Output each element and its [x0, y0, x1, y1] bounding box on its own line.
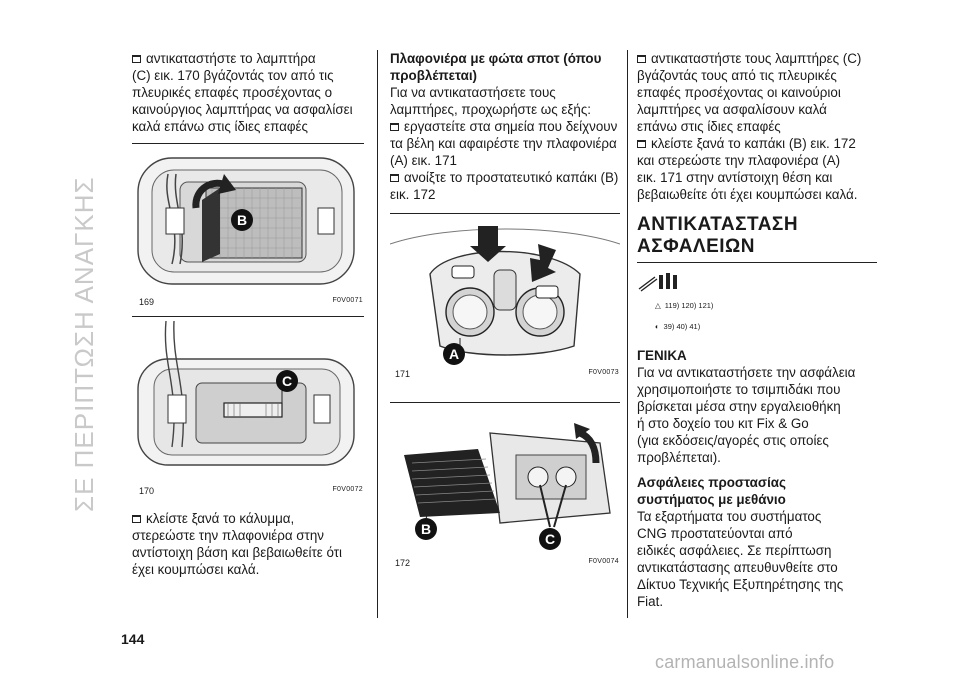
- section-heading: προβλέπεται): [390, 68, 477, 83]
- label-c: C: [545, 531, 555, 547]
- text-line: προβλέπεται).: [637, 450, 721, 465]
- figure-170-caption: 170 F0V0072: [139, 486, 363, 496]
- text-line: ειδικές ασφάλειες. Σε περίπτωση: [637, 543, 832, 558]
- figure-code: F0V0072: [332, 486, 363, 493]
- text-line: Για να αντικαταστήσετε τους: [390, 85, 556, 100]
- spot-lamp-illustration: A: [390, 226, 620, 365]
- text-line: βγάζοντάς τους από τις πλευρικές: [637, 68, 837, 83]
- figure-code: F0V0073: [588, 369, 619, 376]
- figure-170: C: [132, 316, 364, 475]
- caution-refs: ◐ 39) 40) 41): [655, 318, 877, 335]
- caution-icon: ◐: [655, 322, 660, 331]
- lamp-housing-illustration: B: [137, 157, 355, 285]
- column-1-bottom: κλείστε ξανά το κάλυμμα, στερεώστε την π…: [132, 510, 364, 578]
- text-line: Fiat.: [637, 594, 664, 609]
- label-a: A: [449, 346, 459, 362]
- step-replace-bulb: αντικαταστήστε το λαμπτήρα: [132, 50, 364, 67]
- text-line: βεβαιωθείτε ότι έχει κουμπώσει καλά.: [637, 187, 858, 202]
- text-line: Τα εξαρτήματα του συστήματος: [637, 509, 822, 524]
- text-line: Δίκτυο Τεχνικής Εξυπηρέτησης της: [637, 577, 844, 592]
- label-b: B: [421, 521, 431, 537]
- figure-172-caption: 172 F0V0074: [395, 558, 619, 568]
- warning-icon: △: [655, 301, 661, 310]
- page-number: 144: [121, 631, 145, 647]
- column-1: αντικαταστήστε το λαμπτήρα (C) εικ. 170 …: [132, 50, 364, 135]
- figure-171-caption: 171 F0V0073: [395, 369, 619, 379]
- warning-refs: △ 119) 120) 121): [655, 297, 877, 314]
- text-line: ή στο δοχείο του κιτ Fix & Go: [637, 416, 809, 431]
- figure-code: F0V0074: [588, 558, 619, 565]
- figure-number: 171: [395, 369, 411, 379]
- chapter-title: ΣΕ ΠΕΡΙΠΤΩΣΗ ΑΝΑΓΚΗΣ: [69, 176, 99, 512]
- text-line: CNG προστατεύονται από: [637, 526, 793, 541]
- figure-code: F0V0071: [332, 297, 363, 304]
- text-line: εικ. 172: [390, 187, 436, 202]
- subsection-title: συστήματος με μεθάνιο: [637, 492, 786, 507]
- figure-number: 170: [139, 486, 155, 496]
- step-close-cap: κλείστε ξανά το καπάκι (B) εικ. 172: [637, 135, 877, 152]
- figure-172: B C: [390, 402, 620, 555]
- text-line: στερεώστε την πλαφονιέρα στην: [132, 528, 324, 543]
- text-line: λαμπτήρες, προχωρήστε ως εξής:: [390, 102, 591, 117]
- subsection-title: ΓΕΝΙΚΑ: [637, 348, 687, 363]
- label-c: C: [282, 373, 292, 389]
- label-b: B: [237, 212, 247, 228]
- step-remove-lamp: εργαστείτε στα σημεία που δείχνουν: [390, 118, 620, 135]
- text-line: έχει κουμπώσει καλά.: [132, 562, 260, 577]
- text-line: χρησιμοποιήστε το τσιμπιδάκι που: [637, 382, 841, 397]
- text-line: και στερεώστε την πλαφονιέρα (A): [637, 153, 841, 168]
- text-line: λαμπτήρες να ασφαλίσουν καλά: [637, 102, 827, 117]
- figure-169-caption: 169 F0V0071: [139, 297, 363, 307]
- watermark: carmanualsonline.info: [655, 652, 835, 672]
- column-2: Πλαφονιέρα με φώτα σποτ (όπου προβλέπετα…: [390, 50, 620, 203]
- figure-171: A: [390, 213, 620, 366]
- text-line: (A) εικ. 171: [390, 153, 457, 168]
- text-line: επαφές προσέχοντας οι καινούριοι: [637, 85, 841, 100]
- text-line: καλά επάνω στις ίδιες επαφές: [132, 119, 308, 134]
- text-line: εικ. 171 στην αντίστοιχη θέση και: [637, 170, 833, 185]
- figure-number: 169: [139, 297, 155, 307]
- text-line: καινούργιος λαμπτήρας να ασφαλίσει: [132, 102, 353, 117]
- text-line: πλευρικές επαφές προσέχοντας ο: [132, 85, 333, 100]
- spot-lamp-open-illustration: B C: [404, 423, 611, 550]
- column-divider: [627, 50, 628, 618]
- tweezers-fuse-icon: [638, 273, 677, 292]
- warning-ref-list: 119) 120) 121): [664, 301, 714, 310]
- text-line: επάνω στις ίδιες επαφές: [637, 119, 781, 134]
- text-line: αντικατάστασης απευθυνθείτε στο: [637, 560, 838, 575]
- text-line: (για εκδόσεις/αγορές στις οποίες: [637, 433, 829, 448]
- step-replace-bulbs: αντικαταστήστε τους λαμπτήρες (C): [637, 50, 877, 67]
- figure-169: B: [132, 143, 364, 294]
- step-close-cover: κλείστε ξανά το κάλυμμα,: [132, 510, 364, 527]
- text-line: (C) εικ. 170 βγάζοντάς τον από τις: [132, 68, 334, 83]
- section-heading: Πλαφονιέρα με φώτα σποτ (όπου: [390, 51, 602, 66]
- text-line: Για να αντικαταστήσετε την ασφάλεια: [637, 365, 856, 380]
- text-line: βρίσκεται μέσα στην εργαλειοθήκη: [637, 399, 841, 414]
- text-line: αντίστοιχη βάση και βεβαιωθείτε ότι: [132, 545, 342, 560]
- figure-number: 172: [395, 558, 411, 568]
- section-title: ΑΣΦΑΛΕΙΩΝ: [637, 236, 756, 257]
- lamp-housing-open-illustration: C: [137, 320, 355, 466]
- column-3: αντικαταστήστε τους λαμπτήρες (C) βγάζον…: [637, 50, 877, 610]
- caution-ref-list: 39) 40) 41): [663, 322, 701, 331]
- column-divider: [377, 50, 378, 618]
- step-open-cover: ανοίξτε το προστατευτικό καπάκι (B): [390, 169, 620, 186]
- subsection-title: Ασφάλειες προστασίας: [637, 475, 786, 490]
- section-title: ΑΝΤΙΚΑΤΑΣΤΑΣΗ: [637, 214, 799, 235]
- section-rule: [637, 262, 877, 263]
- text-line: τα βέλη και αφαιρέστε την πλαφονιέρα: [390, 136, 617, 151]
